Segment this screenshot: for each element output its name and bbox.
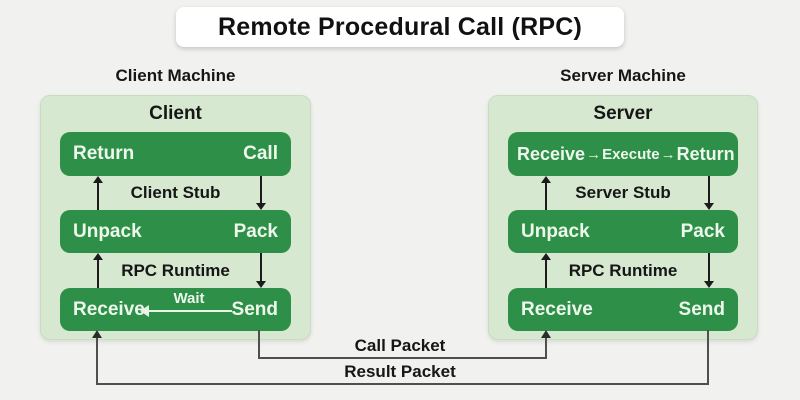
client-return-call-bar: Return Call [60,132,291,176]
server-machine-label: Server Machine [560,66,686,85]
client-call-step: Call [243,143,278,164]
server-unpack-to-receive-arrowhead-icon [541,176,551,183]
server-return-step: Return [676,143,735,164]
client-pack-to-send-arrow [260,253,262,281]
server-receive-send-bar: Receive Send [508,288,738,331]
server-return-to-pack-arrow [708,176,710,204]
wait-arrow-group: Wait [140,290,232,317]
result-packet-down-segment [707,330,709,385]
server-machine-panel: Server Receive → Execute → Return Server… [488,95,758,340]
server-receive-to-unpack-arrow [545,259,547,288]
server-execute-step: Execute [602,145,660,163]
flow-arrow-icon: → [660,145,676,163]
wait-arrow-line [148,310,232,312]
client-stub-label: Client Stub [130,183,221,202]
server-return-to-pack-arrowhead-icon [704,203,714,210]
server-unpack-pack-bar: Unpack Pack [508,210,738,253]
server-unpack-step: Unpack [521,220,590,242]
client-receive-to-unpack-arrowhead-icon [93,253,103,260]
server-send-step: Send [678,298,725,320]
server-unpack-to-receive-arrow [545,182,547,210]
result-packet-up-segment [96,337,98,385]
server-box-title: Server [593,103,653,124]
server-bottom-receive-step: Receive [521,298,593,320]
server-receive-step: Receive [517,143,586,164]
server-pack-step: Pack [680,220,725,242]
wait-arrow-left-icon [140,305,149,317]
client-call-to-pack-arrowhead-icon [256,203,266,210]
client-pack-to-send-arrowhead-icon [256,281,266,288]
server-stub-label: Server Stub [575,183,671,202]
client-box-title: Client [149,103,202,124]
diagram-title: Remote Procedural Call (RPC) [217,12,582,41]
call-packet-label: Call Packet [354,336,446,355]
client-unpack-to-return-arrow [97,182,99,210]
client-call-to-pack-arrow [260,176,262,204]
server-rpc-runtime-label: RPC Runtime [568,261,678,280]
result-packet-arrowhead-icon [92,330,102,338]
call-packet-arrowhead-icon [541,330,551,338]
client-pack-step: Pack [233,220,278,242]
server-pack-to-send-arrow [708,253,710,281]
client-rpc-runtime-label: RPC Runtime [121,261,230,280]
result-packet-horizontal-segment [96,383,709,385]
client-unpack-to-return-arrowhead-icon [93,176,103,183]
result-packet-label: Result Packet [344,362,456,381]
client-receive-step: Receive [73,298,145,320]
client-return-step: Return [73,143,135,164]
client-unpack-pack-bar: Unpack Pack [60,210,291,253]
server-receive-execute-return-bar: Receive → Execute → Return [508,132,738,176]
call-packet-down-segment [258,330,260,359]
wait-label: Wait [173,290,205,307]
server-receive-to-unpack-arrowhead-icon [541,253,551,260]
client-machine-label: Client Machine [115,66,236,85]
client-machine-panel: Client Return Call Client Stub Unpack Pa… [40,95,311,340]
call-packet-up-segment [545,337,547,359]
call-packet-horizontal-segment [258,357,547,359]
client-send-step: Send [231,298,278,320]
client-receive-send-bar: Receive Wait Send [60,288,291,331]
server-pack-to-send-arrowhead-icon [704,281,714,288]
client-unpack-step: Unpack [73,220,142,242]
client-receive-to-unpack-arrow [97,259,99,288]
flow-arrow-icon: → [586,145,602,163]
diagram-title-box: Remote Procedural Call (RPC) [176,7,624,47]
